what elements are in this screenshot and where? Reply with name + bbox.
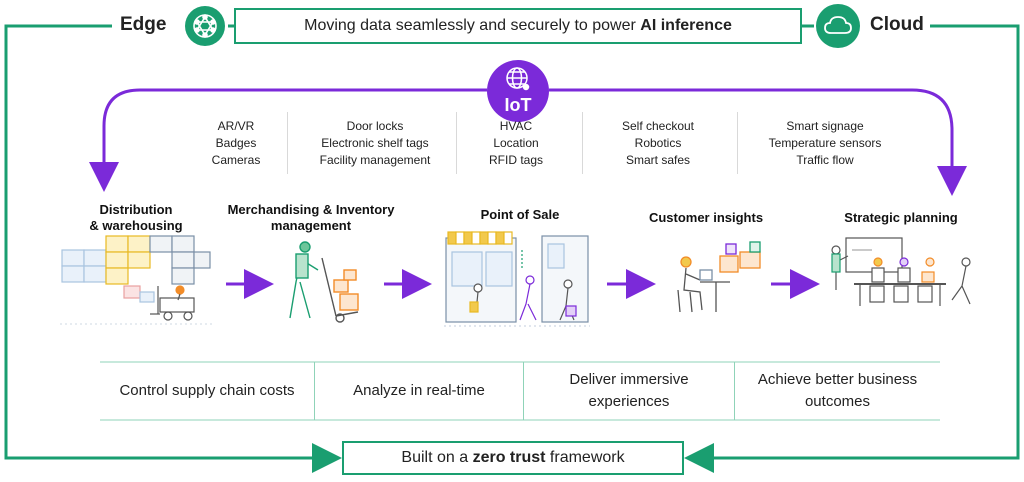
iot-item: Temperature sensors xyxy=(768,136,882,150)
edge-loop-line xyxy=(4,24,342,473)
edge-label: Edge xyxy=(120,14,167,35)
iot-divider xyxy=(737,112,738,174)
cloud-label: Cloud xyxy=(870,14,924,35)
ai-inference-banner: Moving data seamlessly and securely to p… xyxy=(234,8,802,44)
iot-item: Traffic flow xyxy=(796,153,854,167)
benefit-analyze-realtime: Analyze in real-time xyxy=(353,382,485,399)
benefit-better-outcomes: Achieve better business outcomes xyxy=(757,371,918,410)
benefit-divider xyxy=(523,362,524,420)
zero-trust-banner: Built on a zero trust framework xyxy=(342,441,684,475)
iot-divider xyxy=(456,112,457,174)
iot-item: Cameras xyxy=(211,153,261,167)
storefront-illustration xyxy=(444,231,590,327)
iot-item: HVAC xyxy=(499,119,533,133)
iot-item: RFID tags xyxy=(488,153,543,167)
iot-divider xyxy=(287,112,288,174)
iot-arc-right xyxy=(549,88,967,196)
iot-item: Electronic shelf tags xyxy=(321,136,429,150)
iot-item: Door locks xyxy=(346,119,404,133)
iot-item: Facility management xyxy=(319,153,431,167)
globe-network-icon xyxy=(506,67,530,91)
strategic-planning-illustration xyxy=(831,237,971,306)
benefit-divider xyxy=(734,362,735,420)
iot-item: AR/VR xyxy=(217,119,255,133)
iot-item: Badges xyxy=(215,136,257,150)
stage-title-distribution: Distribution & warehousing xyxy=(89,202,183,233)
cloud-loop-line xyxy=(684,24,1020,473)
stage-title-strategic-planning: Strategic planning xyxy=(844,210,958,225)
banner-bold-text: AI inference xyxy=(640,17,732,34)
iot-item: Smart signage xyxy=(786,119,864,133)
stage-title-merchandising: Merchandising & Inventory management xyxy=(227,202,395,233)
warehouse-illustration xyxy=(60,235,212,325)
cloud-icon xyxy=(816,4,860,48)
iot-column-1: AR/VR Badges Cameras xyxy=(196,118,276,169)
iot-item: Self checkout xyxy=(621,119,695,133)
iot-item: Robotics xyxy=(634,136,682,150)
customer-insights-illustration xyxy=(677,241,761,313)
iot-badge: IoT xyxy=(487,60,549,122)
stage-title-customer-insights: Customer insights xyxy=(648,210,764,225)
iot-column-5: Smart signage Temperature sensors Traffi… xyxy=(760,118,890,169)
stage-title-point-of-sale: Point of Sale xyxy=(480,207,560,222)
iot-column-2: Door locks Electronic shelf tags Facilit… xyxy=(300,118,450,169)
benefit-immersive-experiences: Deliver immersive experiences xyxy=(569,371,689,410)
iot-item: Location xyxy=(493,136,539,150)
iot-arc-left xyxy=(89,88,487,192)
worker-hand-truck-illustration xyxy=(289,241,359,323)
footer-prefix: Built on a xyxy=(401,449,473,466)
benefit-control-costs: Control supply chain costs xyxy=(119,382,295,399)
footer-suffix: framework xyxy=(545,449,625,466)
footer-bold: zero trust xyxy=(472,449,546,466)
iot-column-4: Self checkout Robotics Smart safes xyxy=(606,118,710,169)
iot-divider xyxy=(582,112,583,174)
iot-item: Smart safes xyxy=(625,153,691,167)
banner-text: Moving data seamlessly and securely to p… xyxy=(304,17,641,34)
iot-column-3: HVAC Location RFID tags xyxy=(466,118,566,169)
network-node-icon xyxy=(185,6,225,46)
iot-label: IoT xyxy=(504,95,532,115)
benefit-divider xyxy=(314,362,315,420)
